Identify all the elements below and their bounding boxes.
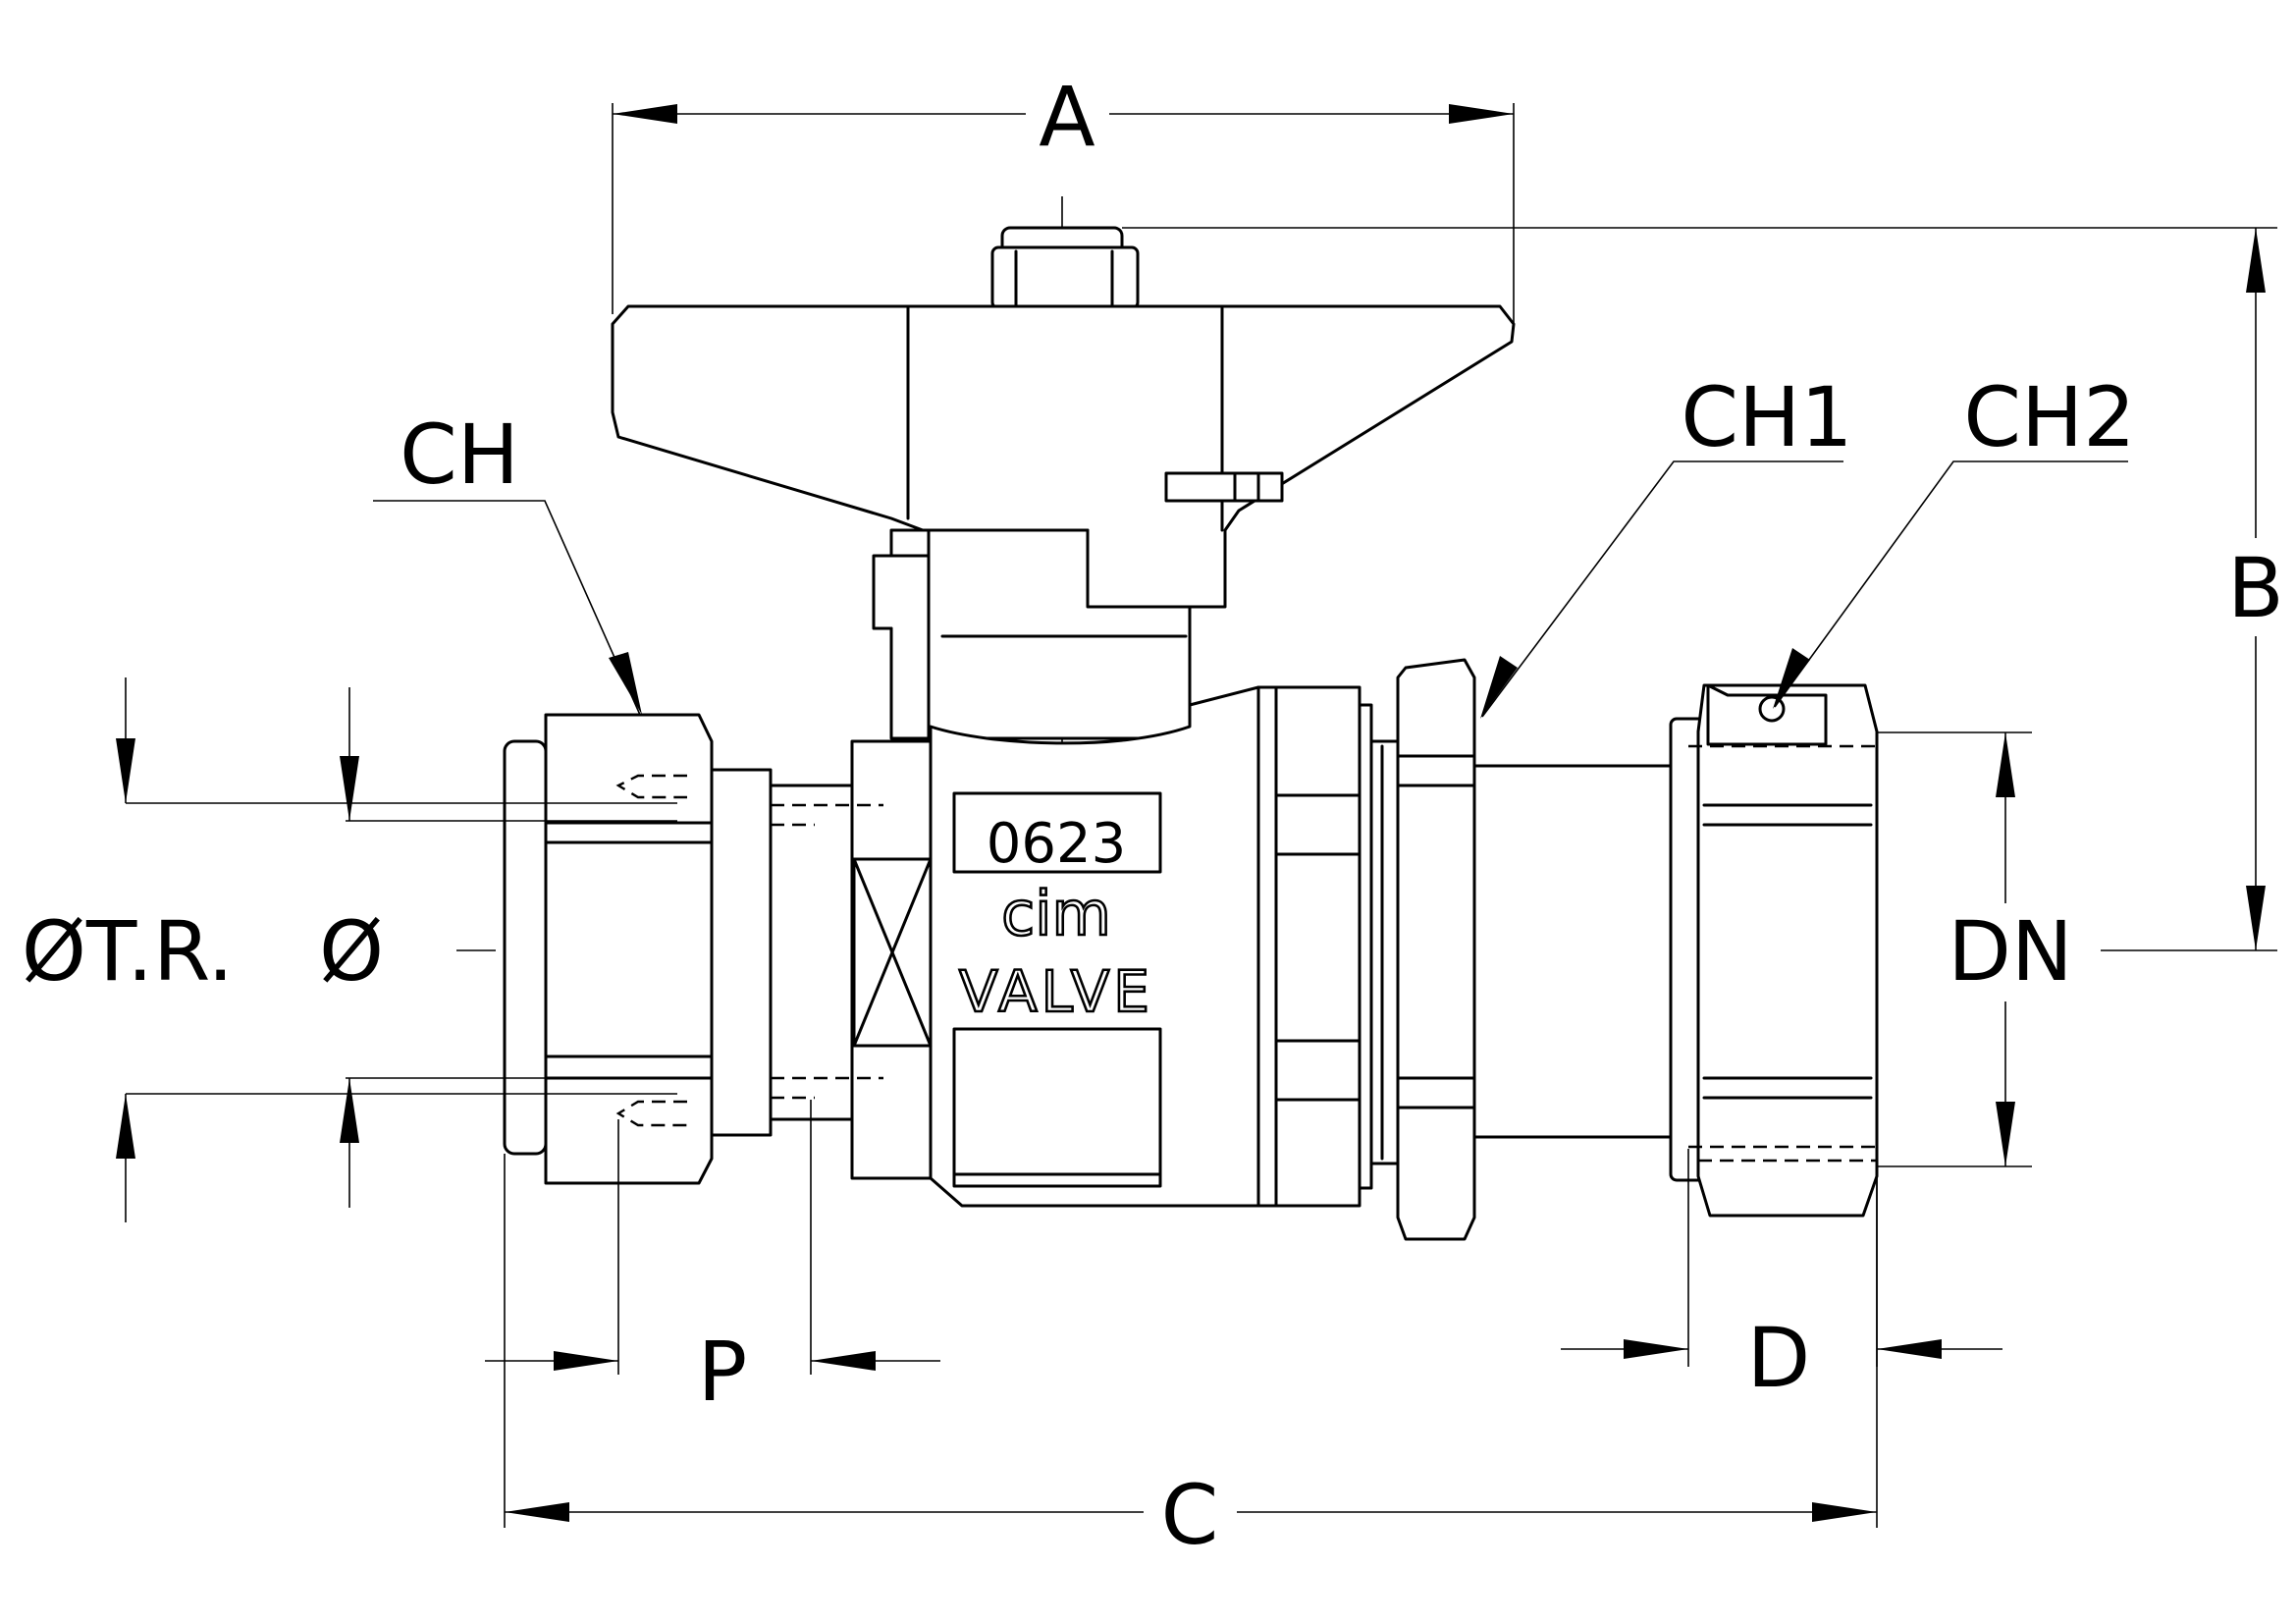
label-CH1: CH1 xyxy=(1681,369,1852,465)
body-code-text: 0623 xyxy=(987,812,1127,876)
dimension-lines xyxy=(116,103,2277,1528)
valve-body xyxy=(850,685,1405,1208)
label-OTR: ØT.R. xyxy=(22,903,234,1000)
butterfly-handle xyxy=(611,226,1516,609)
label-C: C xyxy=(1161,1467,1219,1563)
label-A: A xyxy=(1039,69,1095,165)
label-P: P xyxy=(698,1324,748,1420)
label-CH2: CH2 xyxy=(1963,369,2135,465)
dimension-labels: A B C D P DN CH CH1 CH2 ØT.R. Ø xyxy=(22,69,2284,1563)
left-compression-fitting xyxy=(503,713,883,1185)
body-word-text: VALVE xyxy=(959,958,1153,1025)
label-CH: CH xyxy=(400,406,519,503)
body-brand-text: cim xyxy=(1001,878,1111,949)
right-union xyxy=(1396,658,1879,1241)
label-D: D xyxy=(1747,1310,1811,1406)
stem-neck xyxy=(872,528,1192,740)
label-O: Ø xyxy=(319,903,384,1000)
body-marking: 0623 cim VALVE xyxy=(958,812,1153,1026)
label-DN: DN xyxy=(1948,903,2073,1000)
label-B: B xyxy=(2227,540,2284,636)
